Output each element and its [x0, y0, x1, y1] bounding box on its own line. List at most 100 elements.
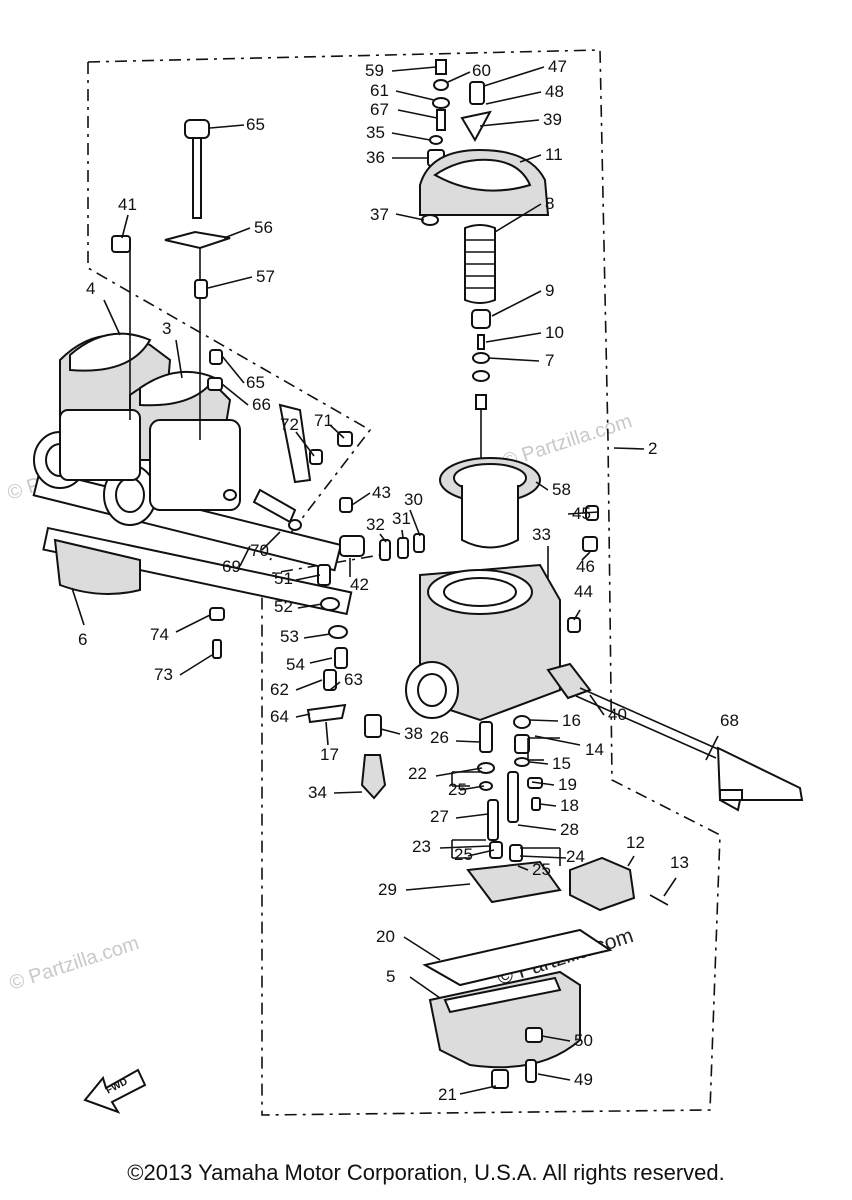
callout-leader [401, 529, 404, 539]
callout-leader [221, 383, 249, 406]
callout-leader [705, 735, 719, 761]
callout-leader [121, 214, 129, 239]
callout-leader [485, 332, 542, 343]
part-callout-label: 65 [246, 115, 265, 134]
callout-leader [207, 276, 253, 289]
part-callout-label: 8 [545, 194, 554, 213]
watermark: © Partzilla.com [7, 932, 142, 995]
callout-leader [333, 791, 363, 794]
part-callout-label: 16 [562, 711, 581, 730]
part-callout-label: 37 [370, 205, 389, 224]
part-callout-label: 58 [552, 480, 571, 499]
part-callout-label: 44 [574, 582, 593, 601]
callout-leader [439, 845, 491, 849]
part-callout-label: 60 [472, 61, 491, 80]
part-callout-label: 6 [78, 630, 87, 649]
part-callout-label: 27 [430, 807, 449, 826]
part-callout-label: 43 [372, 483, 391, 502]
part-callout-label: 40 [608, 705, 627, 724]
part-callout-label: 39 [543, 110, 562, 129]
callout-leader [519, 154, 542, 163]
callout-leader [329, 681, 341, 691]
callout-leader [379, 533, 387, 543]
part-callout-label: 25 [532, 860, 551, 879]
part-callout-label: 26 [430, 728, 449, 747]
part-callout-label: 46 [576, 557, 595, 576]
callout-leader [295, 679, 323, 691]
part-callout-label: 71 [314, 411, 333, 430]
part-callout-label: 13 [670, 853, 689, 872]
part-callout-label: 51 [274, 569, 293, 588]
callout-leader [409, 509, 421, 537]
part-callout-label: 24 [566, 847, 585, 866]
callout-leader [487, 357, 540, 362]
callout-leader [351, 492, 371, 506]
part-callout-label: 20 [376, 927, 395, 946]
part-callout-label: 54 [286, 655, 305, 674]
part-callout-label: 21 [438, 1085, 457, 1104]
callout-leader [405, 883, 471, 891]
callout-leader [221, 355, 245, 384]
callout-leader [295, 431, 315, 457]
callout-leader [459, 1085, 497, 1095]
callout-leader [175, 614, 211, 633]
part-callout-label: 9 [545, 281, 554, 300]
callout-leader [491, 290, 542, 317]
vacuum-piston [439, 457, 541, 549]
part-callout-label: 7 [545, 351, 554, 370]
carburetor-body [339, 497, 561, 722]
part-callout-label: 73 [154, 665, 173, 684]
callout-leader [395, 90, 435, 101]
callout-leader [567, 511, 599, 515]
part-callout-label: 36 [366, 148, 385, 167]
callout-leader [483, 66, 545, 87]
callout-leader [391, 66, 437, 72]
part-callout-label: 52 [274, 597, 293, 616]
callout-leader [395, 213, 425, 221]
part-callout-label: 56 [254, 218, 273, 237]
callout-leader [573, 609, 581, 621]
part-callout-label: 32 [366, 515, 385, 534]
adjuster-screw [111, 119, 231, 299]
callout-leader [455, 740, 481, 743]
callout-leader [325, 721, 329, 746]
callout-leader [663, 877, 677, 897]
part-callout-label: 72 [280, 415, 299, 434]
callout-leader [403, 936, 441, 961]
part-callout-label: 49 [574, 1070, 593, 1089]
spring-and-needle [464, 224, 496, 470]
part-callout-label: 22 [408, 764, 427, 783]
top-cover-parts [419, 59, 550, 226]
part-callout-label: 42 [350, 575, 369, 594]
callout-leader [517, 865, 529, 871]
callout-leader [239, 545, 251, 567]
part-callout-label: 3 [162, 319, 171, 338]
part-callout-label: 47 [548, 57, 567, 76]
copyright-notice: ©2013 Yamaha Motor Corporation, U.S.A. A… [127, 1160, 725, 1185]
callout-leader [539, 803, 557, 807]
part-callout-label: 67 [370, 100, 389, 119]
part-callout-label: 59 [365, 61, 384, 80]
callout-leader [297, 603, 323, 609]
callout-leader [613, 447, 645, 450]
part-callout-label: 65 [246, 373, 265, 392]
callout-leader [295, 713, 311, 718]
part-callout-label: 69 [222, 557, 241, 576]
callout-leader [541, 1035, 571, 1042]
part-callout-label: 57 [256, 267, 275, 286]
callout-leader [627, 855, 635, 867]
part-callout-label: 70 [250, 541, 269, 560]
callout-leader [175, 339, 183, 379]
part-callout-label: 2 [648, 439, 657, 458]
part-callout-label: 18 [560, 796, 579, 815]
callout-leader [519, 855, 567, 859]
callout-leader [447, 71, 471, 83]
part-callout-label: 19 [558, 775, 577, 794]
float-and-bowl [422, 856, 669, 1089]
throttle-shaft [546, 662, 804, 812]
callout-leader [329, 424, 345, 439]
callout-leader [581, 551, 591, 561]
carburetor-exploded-diagram: © Partzilla.com © Partzilla.com © Partzi… [5, 49, 804, 1116]
callout-leader [529, 719, 559, 722]
